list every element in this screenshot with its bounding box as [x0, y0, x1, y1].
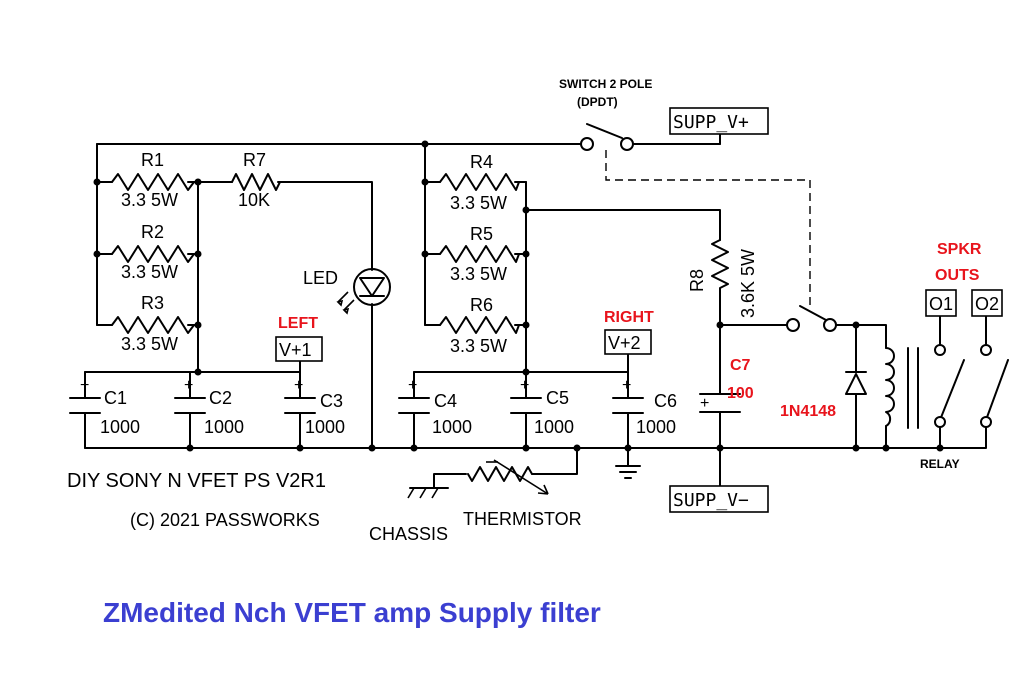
c5-ref: C5 [546, 388, 569, 408]
junction-dots [93, 140, 944, 452]
c3-plus: + [294, 377, 303, 394]
c2-ref: C2 [209, 388, 232, 408]
r8-ref: R8 [687, 269, 707, 292]
c2-plus: + [184, 377, 193, 394]
wires [84, 132, 1009, 489]
c4-plus: + [408, 377, 417, 394]
r5-value: 3.3 5W [450, 264, 507, 284]
c7-value: 100 [727, 385, 754, 402]
led-symbol [336, 268, 391, 315]
switch-subtitle: (DPDT) [577, 95, 618, 109]
diode-label: 1N4148 [780, 403, 836, 420]
supp-vminus-text: SUPP_V− [673, 490, 749, 511]
switch-pole-1 [580, 123, 634, 151]
r3-value: 3.3 5W [121, 334, 178, 354]
r6-value: 3.3 5W [450, 336, 507, 356]
o1-port [925, 289, 957, 317]
r4-ref: R4 [470, 152, 493, 172]
c1-ref: C1 [104, 388, 127, 408]
capacitor-c7 [699, 393, 741, 413]
r3-ref: R3 [141, 293, 164, 313]
r5-ref: R5 [470, 224, 493, 244]
relay-contacts [934, 344, 992, 428]
r2-value: 3.3 5W [121, 262, 178, 282]
c7-ref: C7 [730, 357, 751, 374]
c4-value: 1000 [432, 417, 472, 437]
o2-port [971, 289, 1003, 317]
capacitor-c6 [612, 397, 644, 414]
resistor-r3 [111, 316, 195, 334]
caption-text: ZMedited Nch VFET amp Supply filter [103, 597, 601, 628]
c5-plus: + [520, 377, 529, 394]
c2-value: 1000 [204, 417, 244, 437]
right-label: RIGHT [604, 309, 654, 326]
resistor-r7 [231, 173, 281, 191]
r2-ref: R2 [141, 222, 164, 242]
o1-text: O1 [929, 294, 953, 314]
resistor-r4 [439, 173, 520, 191]
ground-symbol [615, 465, 641, 479]
relay-label: RELAY [920, 457, 960, 471]
copyright-text: (C) 2021 PASSWORKS [130, 510, 320, 530]
c4-ref: C4 [434, 391, 457, 411]
chassis-ground-symbol [407, 487, 449, 499]
r1-ref: R1 [141, 150, 164, 170]
c6-value: 1000 [636, 417, 676, 437]
relay-coil [885, 347, 895, 427]
thermistor-label: THERMISTOR [463, 509, 582, 529]
c3-ref: C3 [320, 391, 343, 411]
outs-label: OUTS [935, 267, 980, 284]
resistor-r8 [711, 239, 729, 291]
text-labels: R1 3.3 5W R2 3.3 5W R3 3.3 5W R7 10K R4 … [67, 77, 999, 628]
supp-vminus-port [669, 485, 769, 513]
vplus1-text: V+1 [279, 340, 312, 360]
r8-value: 3.6K 5W [738, 249, 758, 318]
led-label: LED [303, 268, 338, 288]
r6-ref: R6 [470, 295, 493, 315]
left-label: LEFT [278, 315, 318, 332]
resistor-r6 [439, 316, 520, 334]
c6-ref: C6 [654, 391, 677, 411]
vplus2-text: V+2 [608, 333, 641, 353]
c1-value: 1000 [100, 417, 140, 437]
switch-title: SWITCH 2 POLE [559, 77, 652, 91]
c5-value: 1000 [534, 417, 574, 437]
vplus1-port [275, 336, 323, 362]
capacitor-c4 [398, 397, 430, 414]
c6-plus: + [622, 377, 631, 394]
diode-symbol [845, 371, 867, 395]
vplus2-port [604, 329, 652, 355]
thermistor-symbol [467, 459, 549, 495]
c1-plus: + [80, 377, 89, 394]
r7-ref: R7 [243, 150, 266, 170]
c3-value: 1000 [305, 417, 345, 437]
switch-pole-2 [786, 305, 837, 332]
resistor-r2 [111, 245, 195, 263]
r1-value: 3.3 5W [121, 190, 178, 210]
r4-value: 3.3 5W [450, 193, 507, 213]
r7-value: 10K [238, 190, 270, 210]
supp-vplus-text: SUPP_V+ [673, 112, 749, 133]
chassis-label: CHASSIS [369, 524, 448, 544]
c7-plus: + [700, 395, 709, 412]
capacitor-c3 [284, 397, 316, 414]
resistor-r5 [439, 245, 520, 263]
resistor-r1 [111, 173, 195, 191]
supp-vplus-port [669, 107, 769, 135]
spkr-label: SPKR [937, 241, 982, 258]
schematic-title: DIY SONY N VFET PS V2R1 [67, 470, 326, 492]
switch-link [605, 150, 811, 308]
o2-text: O2 [975, 294, 999, 314]
capacitor-c5 [510, 397, 542, 414]
capacitor-c1 [69, 397, 101, 414]
capacitor-c2 [174, 397, 206, 414]
